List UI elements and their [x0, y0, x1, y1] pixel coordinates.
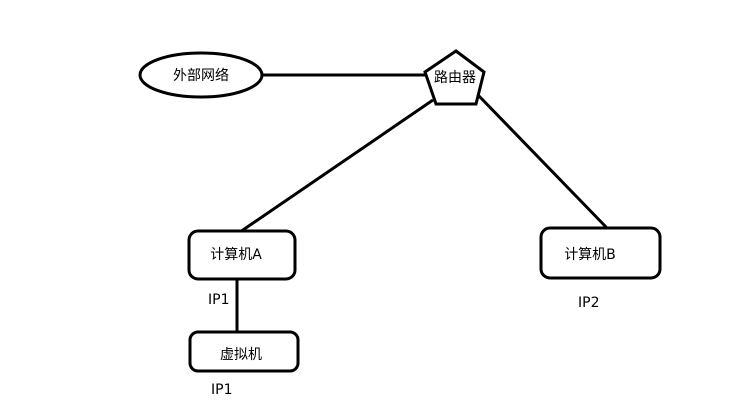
- router-label: 路由器: [434, 70, 476, 86]
- computer-a-node: [187, 229, 297, 281]
- external-network-label: 外部网络: [173, 68, 229, 84]
- ip-label-computer-b: IP2: [578, 295, 599, 311]
- computer-a-label: 计算机A: [210, 247, 262, 263]
- computer-b-node: [539, 226, 662, 280]
- router-node: [423, 49, 486, 106]
- virtual-machine-node: [188, 330, 300, 373]
- link-router-to-computer-b: [476, 93, 609, 230]
- link-router-to-computer-a: [239, 98, 434, 234]
- ip-label-virtual-machine: IP1: [211, 382, 232, 398]
- ip-label-computer-a: IP1: [208, 292, 229, 308]
- external-network-node: [138, 51, 264, 99]
- virtual-machine-label: 虚拟机: [220, 347, 262, 363]
- computer-b-label: 计算机B: [564, 247, 616, 263]
